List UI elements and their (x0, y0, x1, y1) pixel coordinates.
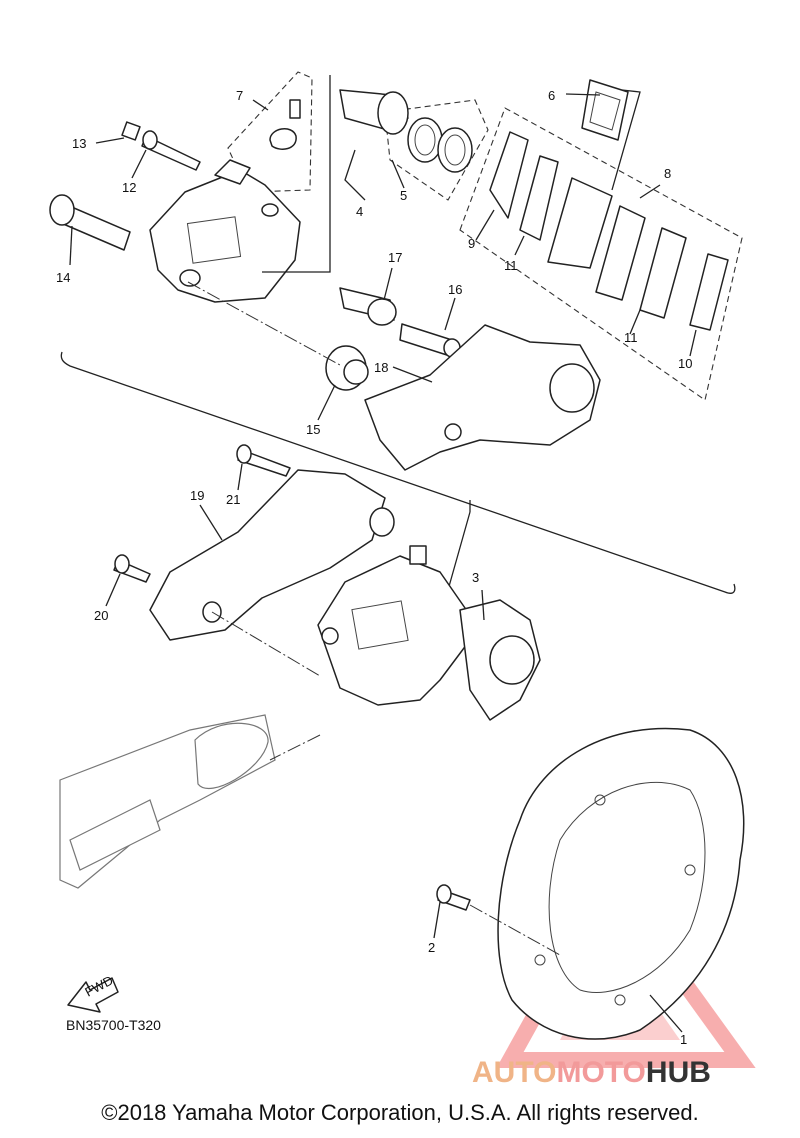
leader-piston (262, 75, 331, 273)
leader-lines (69, 93, 697, 1033)
callout-1: 1 (680, 1032, 687, 1047)
diagram-code: BN35700-T320 (66, 1017, 161, 1033)
callout-19: 19 (190, 488, 204, 503)
swingarm (59, 714, 276, 889)
bracket-19 (149, 469, 395, 641)
seal-5 (407, 117, 473, 173)
fwd-arrow-icon (67, 977, 119, 1013)
callout-2: 2 (428, 940, 435, 955)
bushing-17 (339, 287, 397, 326)
bracket-leader (447, 500, 471, 591)
callout-13: 13 (72, 136, 86, 151)
callout-20: 20 (94, 608, 108, 623)
caliper-body-exploded (149, 159, 301, 303)
piston-4 (339, 89, 409, 135)
callout-11a: 11 (504, 258, 518, 273)
copyright-notice: ©2018 Yamaha Motor Corporation, U.S.A. A… (101, 1100, 699, 1125)
brake-pads (489, 131, 729, 331)
pin-13 (121, 121, 141, 141)
pad-spring-6 (581, 79, 629, 141)
pin-12 (141, 130, 201, 171)
boot-15 (325, 345, 369, 391)
callout-4: 4 (356, 204, 363, 219)
caliper-assembly-3 (317, 545, 541, 721)
callout-9: 9 (468, 236, 475, 251)
bolt-2 (436, 884, 471, 911)
bolt-20 (113, 554, 151, 583)
group-bracket (60, 351, 736, 594)
bolt-21 (236, 444, 291, 477)
callout-7: 7 (236, 88, 243, 103)
pin-16 (399, 323, 461, 358)
callout-18: 18 (374, 360, 388, 375)
callout-10: 10 (678, 356, 692, 371)
caliper-bracket-18 (364, 324, 601, 471)
callout-15: 15 (306, 422, 320, 437)
axis-line-1 (187, 281, 341, 366)
brake-disc-1 (497, 727, 745, 1040)
callout-12: 12 (122, 180, 136, 195)
axis-line-2 (211, 611, 321, 677)
pin-14 (49, 194, 131, 251)
callout-16: 16 (448, 282, 462, 297)
callout-3: 3 (472, 570, 479, 585)
watermark-text: AUTOMOTOHUB (472, 1056, 711, 1090)
callout-21: 21 (226, 492, 240, 507)
watermark-part-a: AUTO (472, 1056, 557, 1089)
watermark-part-c: HUB (645, 1056, 711, 1089)
bleed-screw (269, 99, 301, 150)
callout-5: 5 (400, 188, 407, 203)
axis-line-4 (469, 904, 561, 956)
callout-8: 8 (664, 166, 671, 181)
watermark-part-b: MOTO (556, 1056, 646, 1089)
callout-6: 6 (548, 88, 555, 103)
box-8 (459, 107, 743, 401)
callout-14: 14 (56, 270, 70, 285)
axis-line-3 (269, 734, 321, 761)
leader-6b (611, 89, 641, 191)
callout-17: 17 (388, 250, 402, 265)
callout-11b: 11 (624, 330, 638, 345)
